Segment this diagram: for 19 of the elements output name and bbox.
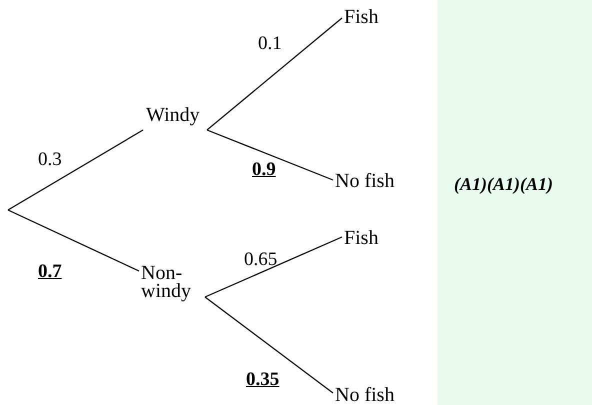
branch-line — [8, 129, 144, 211]
probability-label: 0.1 — [258, 34, 282, 54]
outcome-label: Non- windy — [141, 264, 199, 300]
probability-label: 0.9 — [252, 160, 276, 180]
probability-label: 0.3 — [38, 150, 62, 170]
mark-annotation: (A1)(A1)(A1) — [454, 174, 553, 195]
probability-label: 0.7 — [38, 262, 62, 282]
branch-line — [206, 18, 342, 130]
outcome-label: Fish — [344, 229, 394, 247]
branch-line — [206, 129, 334, 181]
outcome-label: Windy — [146, 106, 206, 124]
outcome-label: No fish — [335, 172, 415, 190]
branch-line — [204, 236, 342, 298]
branch-line — [8, 209, 140, 272]
outcome-label: Fish — [344, 8, 394, 26]
probability-label: 0.65 — [244, 250, 278, 270]
outcome-label: No fish — [335, 386, 415, 404]
branch-line — [204, 296, 334, 394]
probability-label: 0.35 — [246, 370, 280, 390]
